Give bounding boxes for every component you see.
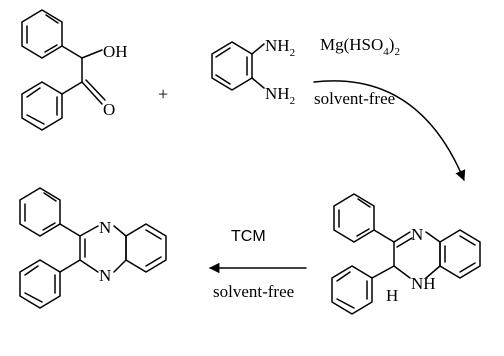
pyrazine-ring bbox=[59, 223, 127, 273]
step2-condition: solvent-free bbox=[213, 282, 294, 301]
intermediate-n: N bbox=[411, 225, 423, 244]
step1-condition: solvent-free bbox=[314, 89, 395, 108]
dihydropyrazine-ring bbox=[371, 229, 441, 279]
amine-top-label: NH2 bbox=[265, 36, 295, 59]
intermediate-h: H bbox=[386, 286, 398, 305]
quinoxaline-benzo-ring bbox=[125, 223, 167, 273]
hydroxyl-label: OH bbox=[103, 42, 128, 61]
step1-arrow bbox=[313, 80, 466, 181]
step1-reagent: Mg(HSO4)2 bbox=[320, 35, 400, 58]
dihydroquinoxaline-molecule: N H NH bbox=[331, 193, 481, 315]
intermediate-nh: NH bbox=[411, 274, 436, 293]
quinoxaline-n-bottom: N bbox=[99, 266, 111, 285]
benzoin-phenyl-top bbox=[21, 9, 63, 59]
benzoin-phenyl-bottom bbox=[21, 81, 63, 131]
benzoin-backbone bbox=[61, 45, 106, 105]
intermediate-phenyl-top bbox=[333, 193, 375, 243]
phenylenediamine-molecule: NH2 NH2 bbox=[211, 36, 295, 107]
intermediate-phenyl-bottom bbox=[331, 265, 373, 315]
plus-sign: + bbox=[158, 84, 168, 104]
quinoxaline-phenyl-top bbox=[19, 187, 61, 237]
step2-reagent: TCM bbox=[231, 228, 266, 245]
quinoxaline-phenyl-bottom bbox=[19, 259, 61, 309]
amine-bottom-label: NH2 bbox=[265, 84, 295, 107]
intermediate-benzo-ring bbox=[439, 229, 481, 279]
quinoxaline-molecule: N N bbox=[19, 187, 167, 309]
carbonyl-oxygen-label: O bbox=[103, 100, 115, 119]
quinoxaline-n-top: N bbox=[99, 218, 111, 237]
benzoin-molecule: OH O bbox=[21, 9, 128, 131]
